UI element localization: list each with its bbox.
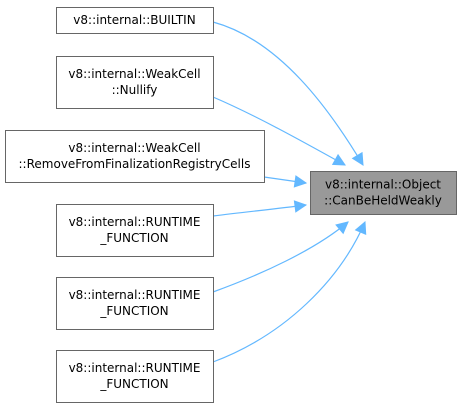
caller-node-box[interactable]	[56, 350, 214, 403]
node-label-line: v8::internal::BUILTIN	[73, 13, 195, 27]
arrowhead-runtime-function-3	[354, 220, 367, 236]
edge-runtime-function-2-to-target	[212, 221, 349, 293]
arrowhead-runtime-function-2	[335, 221, 349, 235]
arrowhead-builtin	[351, 151, 364, 166]
node-label-line: ::RemoveFromFinalizationRegistryCells	[19, 157, 251, 171]
caller-node-weakcell-remove[interactable]: v8::internal::WeakCell::RemoveFromFinali…	[5, 130, 265, 183]
node-label-line: _FUNCTION	[99, 304, 168, 318]
caller-node-box[interactable]	[56, 204, 214, 257]
arrowhead-weakcell-remove	[293, 175, 308, 188]
node-label-line: ::Nullify	[112, 83, 158, 97]
node-label-line: v8::internal::RUNTIME	[69, 215, 201, 229]
target-node-box[interactable]	[310, 171, 457, 215]
node-label-line: v8::internal::RUNTIME	[69, 288, 201, 302]
arrowhead-runtime-function-1	[293, 200, 308, 213]
node-label-line: v8::internal::RUNTIME	[69, 361, 201, 375]
node-label-line: v8::internal::Object	[325, 178, 441, 192]
node-label-line: _FUNCTION	[99, 377, 168, 391]
node-label-line: v8::internal::WeakCell	[68, 141, 200, 155]
caller-node-runtime-function-3[interactable]: v8::internal::RUNTIME_FUNCTION	[56, 350, 214, 403]
edges-layer	[212, 21, 367, 363]
edge-weakcell-nullify-to-target	[212, 96, 346, 166]
node-label-line: ::CanBeHeldWeakly	[324, 194, 442, 208]
target-node[interactable]: v8::internal::Object::CanBeHeldWeakly	[310, 171, 457, 215]
arrowhead-weakcell-nullify	[331, 153, 346, 166]
caller-node-runtime-function-1[interactable]: v8::internal::RUNTIME_FUNCTION	[56, 204, 214, 257]
caller-node-weakcell-nullify[interactable]: v8::internal::WeakCell::Nullify	[56, 56, 214, 109]
caller-node-box[interactable]	[5, 130, 265, 183]
caller-node-box[interactable]	[56, 7, 214, 34]
node-label-line: _FUNCTION	[99, 231, 168, 245]
caller-node-builtin[interactable]: v8::internal::BUILTIN	[56, 7, 214, 34]
edge-runtime-function-3-to-target	[212, 221, 366, 363]
node-label-line: v8::internal::WeakCell	[68, 67, 200, 81]
caller-node-box[interactable]	[56, 56, 214, 109]
nodes-layer: v8::internal::BUILTINv8::internal::WeakC…	[5, 7, 457, 403]
edge-builtin-to-target	[212, 21, 364, 166]
edge-runtime-function-1-to-target	[212, 204, 307, 217]
caller-node-box[interactable]	[56, 277, 214, 330]
caller-node-runtime-function-2[interactable]: v8::internal::RUNTIME_FUNCTION	[56, 277, 214, 330]
